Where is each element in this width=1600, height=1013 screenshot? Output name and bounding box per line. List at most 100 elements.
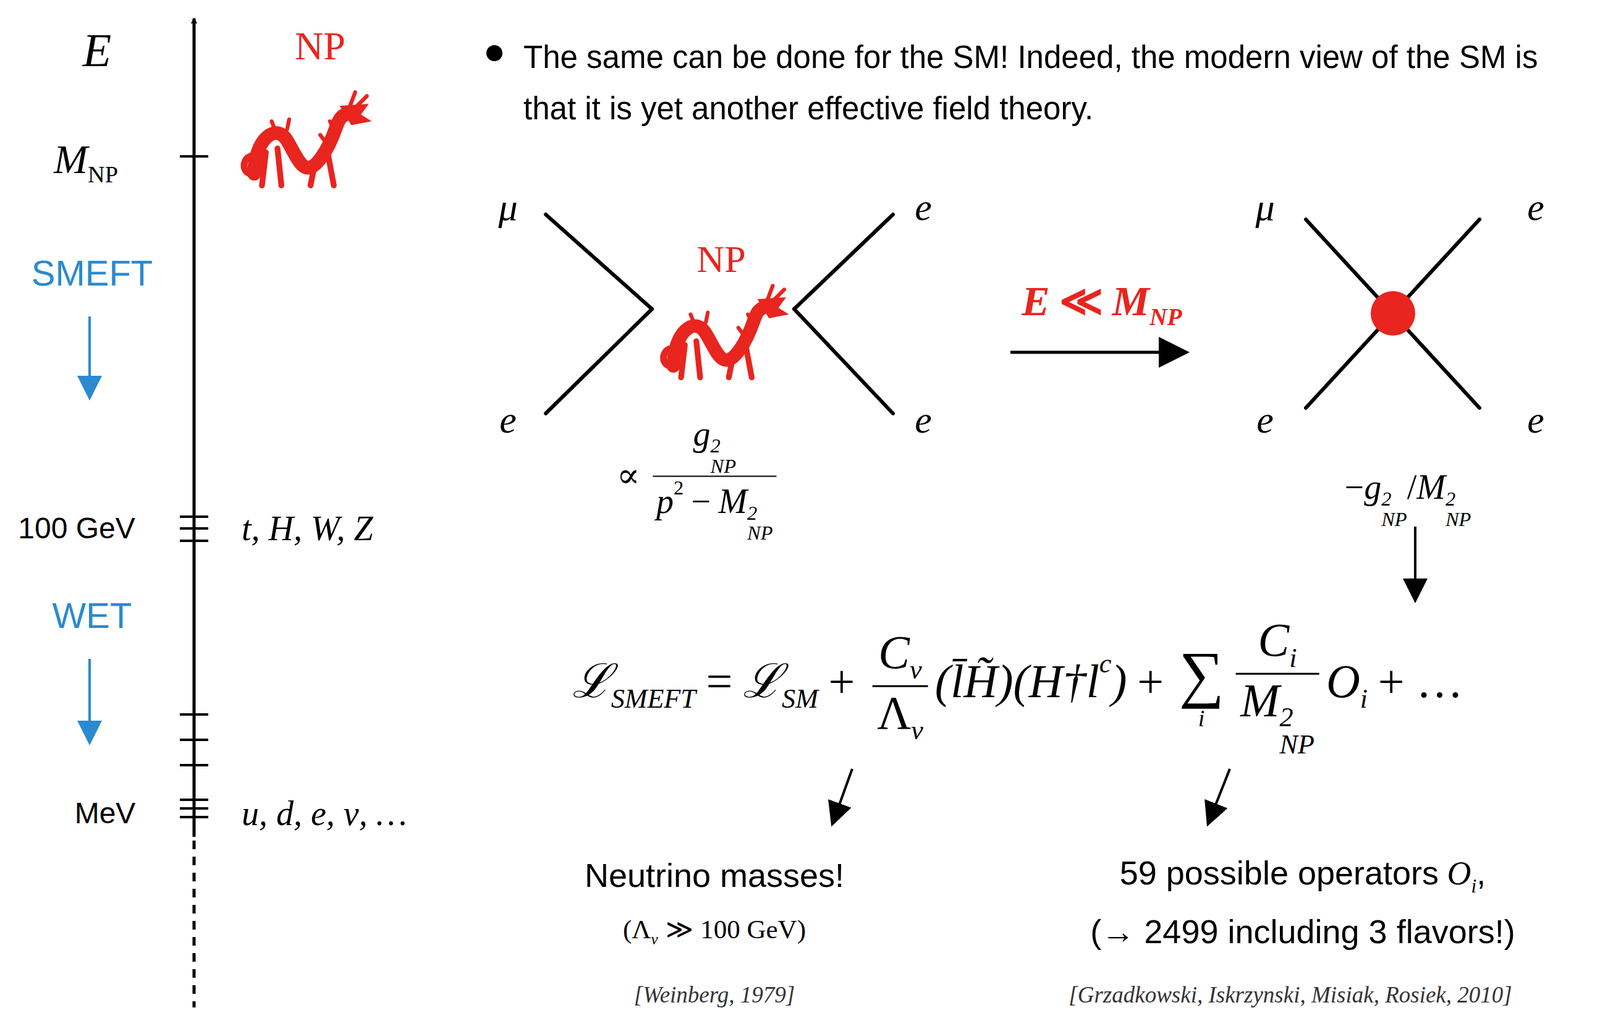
script-stack: 2NP [1445,488,1472,530]
label-text: NP [1279,730,1315,758]
bullet [486,45,503,62]
symbol-group: M2NP [1240,674,1315,727]
text-group: [Grzadkowski, Iskrzynski, Misiak, Rosiek… [1068,982,1512,1009]
label-text: [Grzadkowski, Iskrzynski, Misiak, Rosiek… [1068,982,1512,1008]
symbol-group: g2NP [693,414,737,453]
label-text: 2 [673,477,684,500]
label-text: ∝ [608,456,648,495]
label-text: μ [1255,186,1275,229]
label-text: − [683,481,719,520]
arrows [833,352,1416,822]
label-text: 2 [710,435,737,456]
dragon [244,92,372,186]
label-text: M [718,481,748,520]
label-text: e [914,186,932,229]
label-text: O [1438,854,1472,892]
numerator: Cν [873,626,927,685]
label-text: ν [909,655,923,685]
label-text: Neutrino masses! [584,856,845,894]
label-text: = [695,654,743,707]
text-group: [Weinberg, 1979] [634,982,795,1009]
text-group: NP [294,23,346,70]
label-text: NP [294,24,346,68]
feynman-lines [545,214,1480,414]
label-text: ∑ [1179,642,1225,707]
label-text: 59 possible operators [1119,854,1439,892]
label-text: SMEFT [31,252,154,293]
text-group: 59 possible operatorsOi, [1119,853,1487,898]
label-text: NP [696,237,746,280]
text-group: μ [498,185,518,230]
label-text: E [82,24,112,77]
label-text: + … [1367,654,1474,707]
label-text: μ [498,186,518,229]
fraction: g2NPp2−M2NP [652,415,777,544]
big-operator: ∑i [1179,642,1225,730]
label-text: g [1363,467,1382,507]
text-group: SMEFT [31,252,154,295]
label-text: , [1476,854,1486,892]
dragon [663,285,790,377]
label-text: i [1289,642,1297,673]
label-text: NP [710,455,737,476]
symbol-group: g2NP [1363,467,1408,507]
label-text: MeV [74,796,136,830]
label-text: (→ 2499 including 3 flavors!) [1090,912,1515,950]
label-text: ) [1111,654,1127,707]
text-group: e [499,397,517,442]
label-text: i [1471,874,1478,897]
label-text: ν [910,715,924,746]
text-group: MNP [53,135,119,188]
label-text: g [693,414,711,453]
label-text: SM [781,683,819,716]
label-text: (Λ [622,914,652,944]
text-group: E≪MNP [1021,276,1182,332]
vertex-dot [1370,291,1416,336]
denominator: M2NP [1235,673,1320,759]
text-group: MeV [74,795,136,830]
text-group: NP [696,237,746,282]
label-text: SMEFT [611,683,696,716]
text-group: t, H, W, Z [241,508,374,549]
label-text: M [53,136,88,182]
label-text: O [1326,654,1361,707]
label-text: ν [651,930,659,949]
text-group: e [1256,397,1274,442]
denominator: Λν [872,685,929,746]
text-group: e [914,185,932,230]
label-text: NP [87,160,119,188]
label-text: + [1127,654,1175,707]
label-text: WET [52,595,133,636]
text-group: ∝g2NPp2−M2NP [608,415,782,544]
label-text: i [1360,683,1368,716]
label-text: C [878,625,910,678]
label-text: e [914,398,932,441]
label-text: ≫ 100 GeV) [658,914,806,944]
label-text: C [1258,613,1290,666]
label-text: i [1198,705,1206,730]
script-stack: 2NP [747,502,774,543]
label-text: ≪ [1049,277,1113,325]
label-text: 2 [1381,488,1408,509]
label-text: NP [747,522,774,543]
text-group: (→ 2499 including 3 flavors!) [1090,912,1515,951]
text-group: u, d, e, ν, … [241,793,408,834]
label-text: e [1256,398,1274,441]
text-group: e [1527,185,1545,230]
label-text: NP [1381,509,1408,530]
label-text: c [1099,648,1112,680]
fraction: CνΛν [872,626,929,746]
script-stack: 2NP [1279,703,1315,758]
fraction: CiM2NP [1235,614,1320,759]
text-group: μ [1255,185,1275,230]
label-text: p [656,481,674,520]
label-text: ℒ [742,654,782,707]
numerator: Ci [1253,614,1302,674]
label-text: 2 [1279,703,1315,731]
label-text: M [1112,277,1150,325]
label-text: / [1407,467,1418,507]
label-text: NP [1149,303,1183,332]
text-group: −g2NP/M2NP [1344,467,1472,530]
text-group: e [914,397,932,442]
label-text: e [1527,398,1545,441]
